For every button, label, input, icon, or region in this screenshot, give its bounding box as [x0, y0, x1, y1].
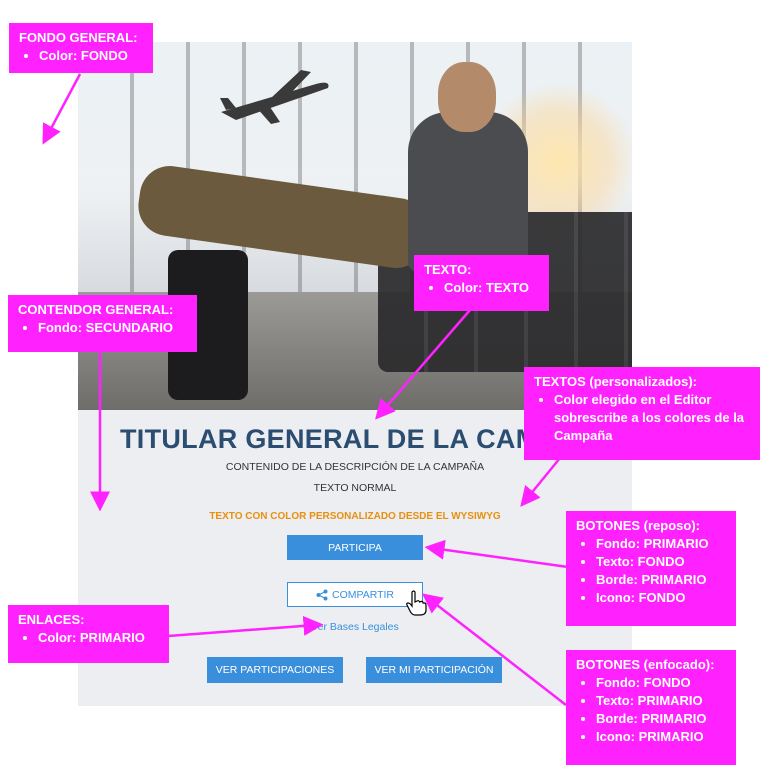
share-icon — [316, 589, 328, 600]
annotation-contenedor-general: CONTENDOR GENERAL: Fondo: SECUNDARIO — [8, 295, 197, 352]
annotation-textos-personalizados: TEXTOS (personalizados): Color elegido e… — [524, 367, 760, 460]
share-button-label: COMPARTIR — [331, 588, 395, 601]
view-my-entry-button[interactable]: VER MI PARTICIPACIÓN — [366, 657, 502, 683]
legal-link[interactable]: Ver Bases Legales — [311, 621, 399, 633]
share-button[interactable]: COMPARTIR — [287, 582, 423, 607]
view-my-entry-button-label: VER MI PARTICIPACIÓN — [374, 664, 494, 676]
view-entries-button-label: VER PARTICIPACIONES — [215, 664, 335, 676]
campaign-title: TITULAR GENERAL DE LA CAMI — [120, 424, 547, 454]
annotation-texto: TEXTO: Color: TEXTO — [414, 255, 549, 311]
participate-button-label: PARTICIPA — [328, 541, 382, 554]
hand-cursor-icon — [406, 590, 427, 616]
campaign-description: CONTENIDO DE LA DESCRIPCIÓN DE LA CAMPAÑ… — [225, 461, 485, 473]
airplane-icon — [220, 70, 329, 124]
annotation-fondo-general: FONDO GENERAL: Color: FONDO — [9, 23, 153, 73]
hero-image — [78, 42, 632, 410]
annotation-botones-enfocado: BOTONES (enfocado): Fondo: FONDO Texto: … — [566, 650, 736, 765]
annotation-enlaces: ENLACES: Color: PRIMARIO — [8, 605, 169, 663]
normal-text: TEXTO NORMAL — [313, 482, 397, 494]
custom-colored-text: TEXTO CON COLOR PERSONALIZADO DESDE EL W… — [209, 511, 501, 522]
annotation-botones-reposo: BOTONES (reposo): Fondo: PRIMARIO Texto:… — [566, 511, 736, 626]
view-entries-button[interactable]: VER PARTICIPACIONES — [207, 657, 343, 683]
participate-button[interactable]: PARTICIPA — [287, 535, 423, 560]
